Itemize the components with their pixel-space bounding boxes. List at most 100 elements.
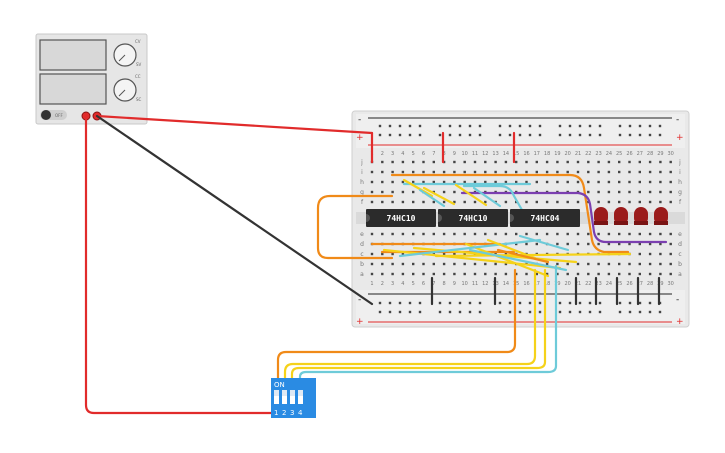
terminal-hole[interactable]	[401, 262, 405, 266]
terminal-hole[interactable]	[669, 242, 672, 246]
terminal-hole[interactable]	[422, 160, 425, 164]
terminal-hole[interactable]	[494, 232, 497, 236]
terminal-hole[interactable]	[648, 262, 652, 266]
terminal-hole[interactable]	[669, 170, 672, 174]
terminal-hole[interactable]	[587, 200, 590, 204]
rail-hole[interactable]	[478, 124, 482, 128]
terminal-hole[interactable]	[587, 232, 590, 236]
terminal-hole[interactable]	[381, 180, 384, 184]
terminal-hole[interactable]	[669, 180, 672, 184]
rail-hole[interactable]	[498, 301, 502, 305]
terminal-hole[interactable]	[648, 272, 652, 276]
terminal-hole[interactable]	[401, 232, 405, 236]
terminal-hole[interactable]	[618, 170, 621, 174]
terminal-hole[interactable]	[597, 160, 600, 164]
terminal-hole[interactable]	[515, 272, 518, 276]
rail-hole[interactable]	[598, 124, 602, 128]
terminal-hole[interactable]	[422, 180, 425, 184]
terminal-hole[interactable]	[401, 252, 405, 256]
terminal-hole[interactable]	[484, 272, 487, 276]
rail-hole[interactable]	[578, 124, 582, 128]
terminal-hole[interactable]	[618, 180, 621, 184]
red-wire-supply-to-rail[interactable]	[95, 114, 374, 135]
terminal-hole[interactable]	[401, 190, 405, 194]
terminal-hole[interactable]	[370, 252, 374, 256]
terminal-hole[interactable]	[535, 200, 538, 204]
yellow-wire-to-dip-2[interactable]	[283, 268, 537, 382]
terminal-hole[interactable]	[412, 232, 415, 236]
terminal-hole[interactable]	[391, 190, 394, 194]
terminal-hole[interactable]	[412, 180, 415, 184]
terminal-hole[interactable]	[587, 170, 590, 174]
rail-hole[interactable]	[528, 310, 532, 314]
terminal-hole[interactable]	[432, 200, 435, 204]
rail-hole[interactable]	[498, 124, 502, 128]
terminal-hole[interactable]	[545, 180, 549, 184]
terminal-hole[interactable]	[391, 160, 394, 164]
terminal-hole[interactable]	[628, 200, 631, 204]
terminal-hole[interactable]	[607, 190, 611, 194]
rail-hole[interactable]	[628, 301, 632, 305]
terminal-hole[interactable]	[659, 170, 662, 174]
terminal-hole[interactable]	[442, 272, 446, 276]
rail-hole[interactable]	[568, 310, 572, 314]
led-3[interactable]	[634, 207, 648, 225]
rail-hole[interactable]	[518, 301, 522, 305]
rail-hole[interactable]	[518, 124, 522, 128]
chip-3[interactable]: 74HC04	[510, 209, 580, 227]
terminal-hole[interactable]	[587, 190, 590, 194]
rail-hole[interactable]	[588, 124, 592, 128]
rail-hole[interactable]	[438, 301, 442, 305]
terminal-hole[interactable]	[628, 242, 631, 246]
rail-hole[interactable]	[468, 301, 472, 305]
terminal-hole[interactable]	[412, 262, 415, 266]
terminal-hole[interactable]	[412, 190, 415, 194]
terminal-hole[interactable]	[401, 180, 405, 184]
yellow-wire-top-3[interactable]	[422, 186, 456, 206]
terminal-hole[interactable]	[453, 200, 456, 204]
terminal-hole[interactable]	[484, 262, 487, 266]
terminal-hole[interactable]	[638, 242, 641, 246]
rail-hole[interactable]	[458, 124, 462, 128]
rail-hole[interactable]	[578, 310, 582, 314]
rail-hole[interactable]	[658, 133, 662, 137]
terminal-hole[interactable]	[381, 170, 384, 174]
terminal-hole[interactable]	[453, 180, 456, 184]
terminal-hole[interactable]	[535, 180, 538, 184]
orange-wire-to-dip-1[interactable]	[276, 268, 517, 382]
terminal-hole[interactable]	[370, 272, 374, 276]
terminal-hole[interactable]	[401, 272, 405, 276]
cyan-wire-bottom-1[interactable]	[398, 238, 542, 258]
rail-hole[interactable]	[528, 133, 532, 137]
yellow-wire-bottom-3[interactable]	[434, 252, 632, 258]
terminal-hole[interactable]	[494, 272, 497, 276]
rail-hole[interactable]	[508, 124, 512, 128]
terminal-hole[interactable]	[638, 252, 641, 256]
terminal-hole[interactable]	[432, 170, 435, 174]
terminal-hole[interactable]	[638, 262, 641, 266]
rail-hole[interactable]	[448, 301, 452, 305]
terminal-hole[interactable]	[576, 200, 580, 204]
terminal-hole[interactable]	[618, 160, 621, 164]
terminal-hole[interactable]	[659, 252, 662, 256]
terminal-hole[interactable]	[587, 272, 590, 276]
rail-hole[interactable]	[538, 301, 542, 305]
terminal-hole[interactable]	[473, 180, 477, 184]
terminal-hole[interactable]	[504, 160, 508, 164]
terminal-hole[interactable]	[587, 160, 590, 164]
rail-hole[interactable]	[638, 133, 642, 137]
orange-wire-bottom-3[interactable]	[496, 248, 550, 264]
rail-hole[interactable]	[408, 133, 412, 137]
yellow-wire-to-dip-3[interactable]	[290, 268, 547, 382]
power-supply[interactable]: CV SV CC SC OFF	[35, 33, 148, 125]
terminal-hole[interactable]	[607, 272, 611, 276]
terminal-hole[interactable]	[422, 262, 425, 266]
terminal-hole[interactable]	[463, 200, 466, 204]
terminal-hole[interactable]	[504, 232, 508, 236]
rail-hole[interactable]	[408, 124, 412, 128]
rail-hole[interactable]	[438, 133, 442, 137]
terminal-hole[interactable]	[515, 180, 518, 184]
rail-hole[interactable]	[528, 301, 532, 305]
terminal-hole[interactable]	[669, 262, 672, 266]
terminal-hole[interactable]	[381, 252, 384, 256]
